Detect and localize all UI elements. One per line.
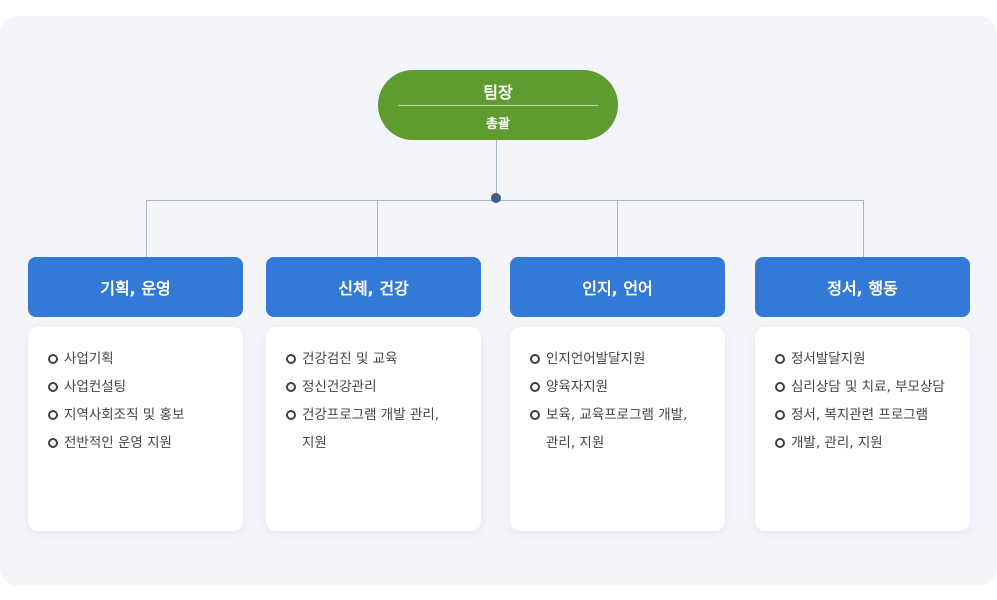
- department-heading-label: 정서, 행동: [827, 279, 898, 298]
- department-heading-cognition: 인지, 언어: [510, 257, 725, 317]
- list-item: 건강검진 및 교육: [286, 345, 481, 373]
- department-card-emotion: 정서발달지원 심리상담 및 치료, 부모상담 정서, 복지관련 프로그램 개발,…: [755, 327, 970, 531]
- bullet-icon: [775, 438, 785, 448]
- bullet-icon: [48, 410, 58, 420]
- connector-col-2: [377, 200, 378, 257]
- department-heading-label: 인지, 언어: [582, 279, 653, 298]
- list-item: 정서발달지원: [775, 345, 970, 373]
- list-item: 보육, 교육프로그램 개발, 관리, 지원: [530, 401, 725, 457]
- team-leader-node: 팀장 총괄: [378, 70, 618, 140]
- team-leader-title: 팀장: [483, 83, 513, 102]
- department-card-planning: 사업기획 사업컨설팅 지역사회조직 및 홍보 전반적인 운영 지원: [28, 327, 243, 531]
- list-item: 정신건강관리: [286, 373, 481, 401]
- list-item: 건강프로그램 개발 관리, 지원: [286, 401, 481, 457]
- list-item: 개발, 관리, 지원: [775, 429, 970, 457]
- department-card-cognition: 인지언어발달지원 양육자지원 보육, 교육프로그램 개발, 관리, 지원: [510, 327, 725, 531]
- bullet-icon: [530, 354, 540, 364]
- bullet-icon: [286, 410, 296, 420]
- department-heading-health: 신체, 건강: [266, 257, 481, 317]
- department-heading-label: 신체, 건강: [338, 279, 409, 298]
- list-item: 인지언어발달지원: [530, 345, 725, 373]
- connector-col-1: [146, 200, 147, 257]
- list-item: 양육자지원: [530, 373, 725, 401]
- list-item: 사업기획: [48, 345, 243, 373]
- bullet-icon: [775, 382, 785, 392]
- list-item: 사업컨설팅: [48, 373, 243, 401]
- bullet-icon: [48, 382, 58, 392]
- bullet-icon: [286, 354, 296, 364]
- connector-col-3: [617, 200, 618, 257]
- bullet-icon: [48, 354, 58, 364]
- list-item: 지역사회조직 및 홍보: [48, 401, 243, 429]
- list-item: 정서, 복지관련 프로그램: [775, 401, 970, 429]
- team-leader-role: 총괄: [486, 117, 510, 132]
- bullet-icon: [775, 354, 785, 364]
- bullet-icon: [530, 410, 540, 420]
- list-item: 심리상담 및 치료, 부모상담: [775, 373, 970, 401]
- connector-col-4: [863, 200, 864, 257]
- bullet-icon: [530, 382, 540, 392]
- department-card-health: 건강검진 및 교육 정신건강관리 건강프로그램 개발 관리, 지원: [266, 327, 481, 531]
- department-heading-label: 기획, 운영: [100, 279, 171, 298]
- list-item: 전반적인 운영 지원: [48, 429, 243, 457]
- bullet-icon: [775, 410, 785, 420]
- department-heading-planning: 기획, 운영: [28, 257, 243, 317]
- connector-horizontal: [146, 200, 864, 201]
- bullet-icon: [48, 438, 58, 448]
- junction-dot: [491, 193, 501, 203]
- department-heading-emotion: 정서, 행동: [755, 257, 970, 317]
- team-leader-divider: [398, 105, 598, 106]
- connector-root-down: [496, 140, 497, 200]
- bullet-icon: [286, 382, 296, 392]
